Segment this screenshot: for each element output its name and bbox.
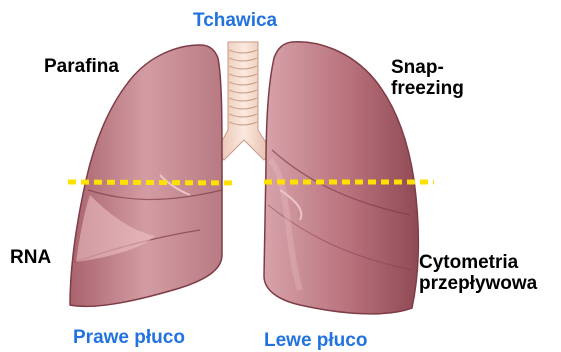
flow-cytometry-label: Cytometria przepływowa xyxy=(419,252,537,294)
left-lung-label: Lewe płuco xyxy=(264,330,367,351)
right-lung-label: Prawe płuco xyxy=(73,327,185,348)
paraffin-label: Parafina xyxy=(44,56,119,77)
right-lung-illustration xyxy=(70,45,222,306)
trachea-illustration xyxy=(216,42,272,160)
rna-label: RNA xyxy=(10,247,51,268)
trachea-label: Tchawica xyxy=(193,10,277,31)
snap-freezing-label: Snap- freezing xyxy=(391,57,464,99)
